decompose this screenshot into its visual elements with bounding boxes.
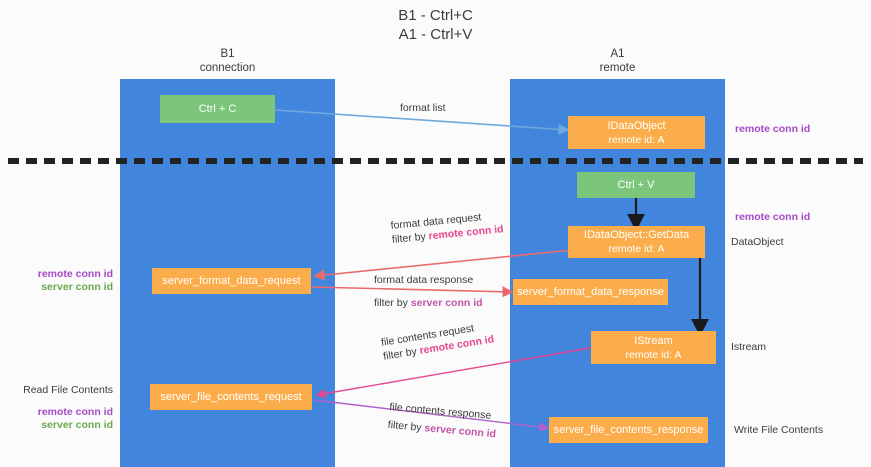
- column-header-b1: B1 connection: [120, 47, 335, 75]
- column-header-a1: A1 remote: [510, 47, 725, 75]
- format-list-text: format list: [400, 102, 446, 114]
- filter-prefix-2: filter by: [374, 297, 411, 309]
- node-ctrl-v-label: Ctrl + V: [617, 179, 655, 191]
- node-ctrl-c[interactable]: Ctrl + C: [160, 95, 275, 123]
- edge-label-format-list: format list: [400, 101, 446, 115]
- node-server-format-data-response[interactable]: server_format_data_response: [513, 279, 668, 305]
- node-idataobject-line1: IDataObject: [607, 119, 666, 132]
- node-istream-line1: IStream: [634, 334, 673, 347]
- node-idataobject-getdata[interactable]: IDataObject::GetData remote id: A: [568, 226, 705, 258]
- node-server-file-contents-response-label: server_file_contents_response: [553, 424, 704, 436]
- edge-label-format-data-response: format data response filter by server co…: [374, 273, 483, 310]
- right-label-remote-conn-id-mid-text: remote conn id: [735, 211, 811, 223]
- node-server-file-contents-request[interactable]: server_file_contents_request: [150, 384, 312, 410]
- left-label-server-conn-id-2: server conn id: [41, 419, 113, 431]
- right-label-remote-conn-id-top-text: remote conn id: [735, 123, 811, 135]
- column-a1-name: A1: [610, 48, 625, 60]
- edge-label-format-data-request: format data request filter by remote con…: [390, 208, 504, 247]
- node-getdata-line2: remote id: A: [608, 243, 665, 255]
- column-b1-name: B1: [220, 48, 235, 60]
- filter-key-server-conn-id: server conn id: [410, 297, 483, 309]
- right-label-remote-conn-id-mid: remote conn id: [735, 211, 810, 224]
- left-label-server-conn-id: server conn id: [41, 281, 113, 293]
- node-server-format-data-request[interactable]: server_format_data_request: [152, 268, 311, 294]
- node-server-file-contents-response[interactable]: server_file_contents_response: [549, 417, 708, 443]
- left-label-read-file-contents-text: Read File Contents: [23, 384, 113, 396]
- node-idataobject[interactable]: IDataObject remote id: A: [568, 116, 705, 149]
- filter-prefix: filter by: [391, 230, 430, 246]
- edge-label-file-contents-request: file contents request filter by remote c…: [380, 318, 495, 363]
- right-label-istream: Istream: [731, 341, 766, 354]
- right-label-remote-conn-id-top: remote conn id: [735, 123, 810, 136]
- node-server-file-contents-request-label: server_file_contents_request: [160, 391, 302, 403]
- column-a1-role: remote: [599, 62, 636, 74]
- right-label-write-file-contents: Write File Contents: [734, 424, 823, 437]
- diagram-title: B1 - Ctrl+C A1 - Ctrl+V: [0, 6, 871, 44]
- node-getdata-line1: IDataObject::GetData: [583, 229, 690, 241]
- node-idataobject-line2: remote id: A: [608, 133, 665, 146]
- title-line-2: A1 - Ctrl+V: [398, 26, 473, 43]
- column-b1-role: connection: [199, 62, 256, 74]
- filter-prefix-4: filter by: [387, 418, 425, 435]
- format-data-response-filter: filter by server conn id: [374, 296, 483, 310]
- right-label-dataobject-text: DataObject: [731, 236, 784, 248]
- right-label-dataobject: DataObject: [731, 236, 784, 249]
- right-label-write-file-contents-text: Write File Contents: [734, 424, 824, 436]
- node-server-format-data-response-label: server_format_data_response: [517, 286, 664, 298]
- node-ctrl-c-label: Ctrl + C: [198, 103, 237, 115]
- left-label-remote-conn-id: remote conn id: [37, 268, 113, 280]
- filter-key-server-conn-id-2: server conn id: [423, 422, 497, 441]
- left-label-conn-ids: remote conn id server conn id: [0, 268, 113, 294]
- right-label-istream-text: Istream: [731, 341, 767, 353]
- node-istream-line2: remote id: A: [625, 348, 682, 361]
- edge-label-file-contents-response: file contents response filter by server …: [387, 400, 498, 441]
- node-istream[interactable]: IStream remote id: A: [591, 331, 716, 364]
- left-label-conn-ids-2: remote conn id server conn id: [0, 406, 113, 432]
- node-ctrl-v[interactable]: Ctrl + V: [577, 172, 695, 198]
- left-label-read-file-contents: Read File Contents: [0, 384, 113, 397]
- left-label-remote-conn-id-2: remote conn id: [37, 406, 113, 418]
- title-line-1: B1 - Ctrl+C: [398, 7, 473, 24]
- node-server-format-data-request-label: server_format_data_request: [162, 275, 301, 287]
- format-data-response-text: format data response: [374, 274, 474, 286]
